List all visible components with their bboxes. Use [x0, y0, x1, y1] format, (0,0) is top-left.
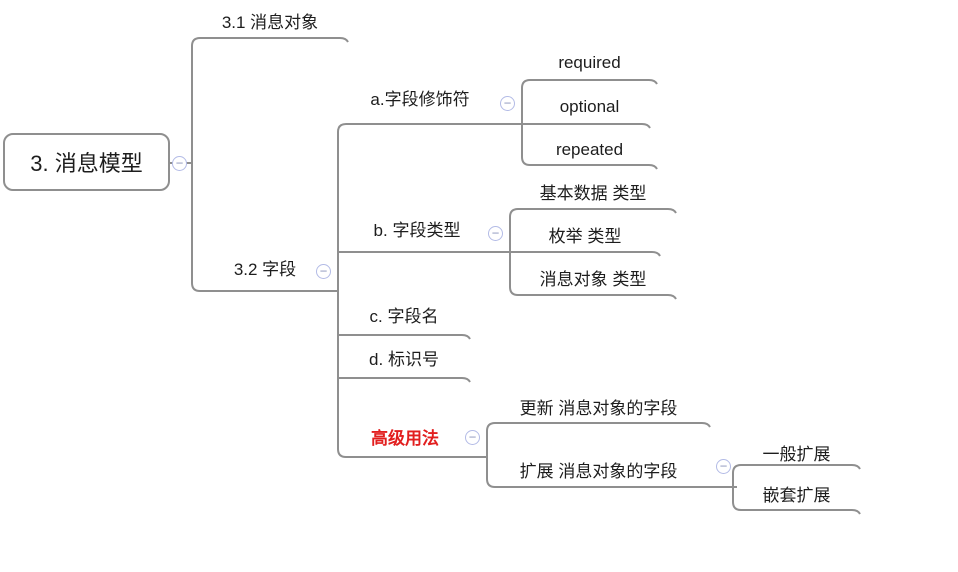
minus-icon: − — [491, 225, 500, 241]
node-enum-type[interactable]: 枚举 类型 — [548, 227, 622, 246]
node-general-extension[interactable]: 一般扩展 — [762, 445, 831, 464]
node-field-type[interactable]: b. 字段类型 — [373, 221, 461, 240]
node-advanced-usage[interactable]: 高级用法 — [371, 429, 439, 448]
collapse-toggle-root[interactable]: − — [172, 156, 187, 171]
node-field-id[interactable]: d. 标识号 — [369, 350, 439, 369]
node-repeated[interactable]: repeated — [555, 140, 624, 159]
collapse-toggle-field-modifier[interactable]: − — [500, 96, 515, 111]
node-required[interactable]: required — [558, 53, 621, 72]
minus-icon: − — [719, 458, 728, 474]
collapse-toggle-fields[interactable]: − — [316, 264, 331, 279]
node-message-object[interactable]: 3.1 消息对象 — [221, 13, 319, 32]
minus-icon: − — [468, 429, 477, 445]
minus-icon: − — [175, 155, 184, 171]
collapse-toggle-extend-fields[interactable]: − — [716, 459, 731, 474]
node-fields[interactable]: 3.2 字段 — [233, 260, 297, 279]
node-nested-extension[interactable]: 嵌套扩展 — [762, 486, 831, 505]
node-extend-message-fields[interactable]: 扩展 消息对象的字段 — [519, 462, 678, 481]
minus-icon: − — [503, 95, 512, 111]
collapse-toggle-field-type[interactable]: − — [488, 226, 503, 241]
node-root[interactable]: 3. 消息模型 — [3, 133, 170, 191]
minus-icon: − — [319, 263, 328, 279]
collapse-toggle-advanced-usage[interactable]: − — [465, 430, 480, 445]
node-optional[interactable]: optional — [559, 97, 620, 116]
node-basic-data-type[interactable]: 基本数据 类型 — [539, 184, 647, 203]
node-field-name[interactable]: c. 字段名 — [369, 307, 439, 326]
node-update-message-fields[interactable]: 更新 消息对象的字段 — [519, 399, 678, 418]
node-message-object-type[interactable]: 消息对象 类型 — [539, 270, 647, 289]
node-field-modifier[interactable]: a.字段修饰符 — [370, 90, 470, 109]
